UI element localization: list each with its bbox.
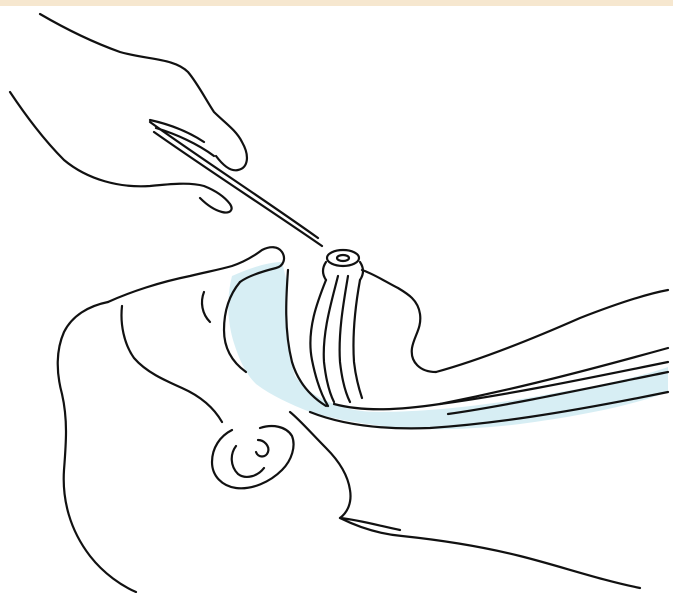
oropharyngeal-airway-icon (310, 250, 363, 406)
hand-icon (10, 14, 247, 213)
